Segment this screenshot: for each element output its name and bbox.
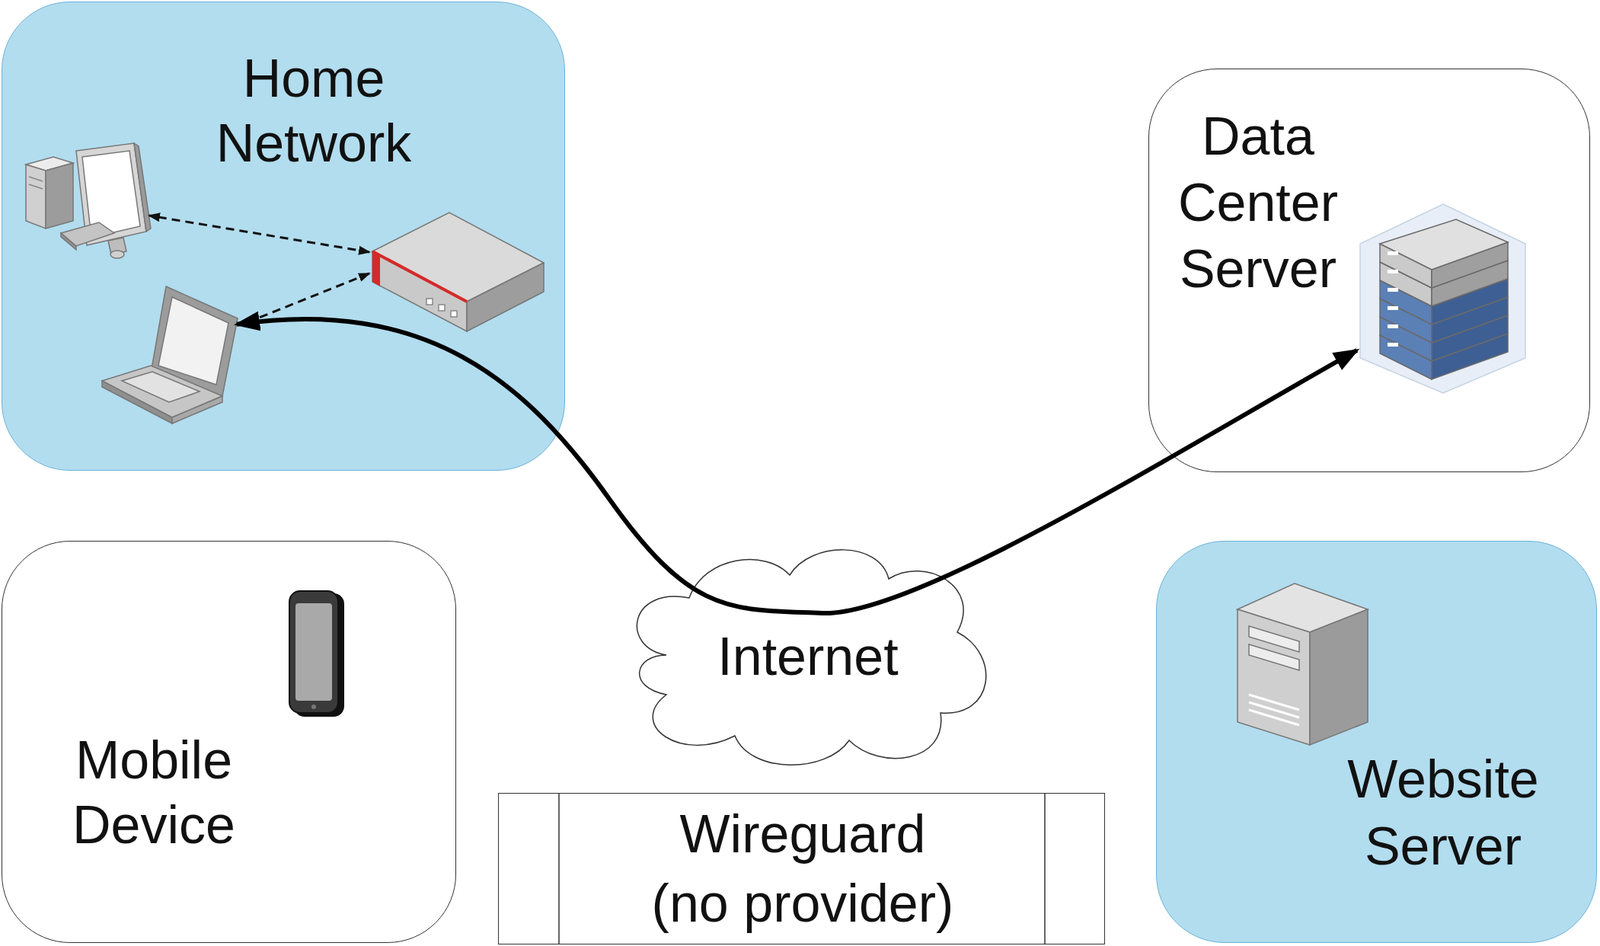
server-zone: Website Server <box>1156 540 1597 943</box>
node-label: Internet <box>655 624 961 690</box>
node-label: Wireguard (no provider) <box>638 799 967 939</box>
network-zone: Home Network <box>1 1 566 471</box>
server-zone: Data Center Server <box>1148 68 1591 473</box>
node-label: Mobile Device <box>54 728 253 858</box>
cloud-shape <box>636 549 986 765</box>
node-label: Data Center Server <box>1151 103 1365 303</box>
device-zone: Mobile Device <box>1 540 457 943</box>
node-label: Website Server <box>1328 745 1558 880</box>
protocol-band: Wireguard (no provider) <box>498 792 1105 945</box>
internet-cloud: Internet <box>620 540 996 776</box>
node-label: Home Network <box>199 46 428 176</box>
